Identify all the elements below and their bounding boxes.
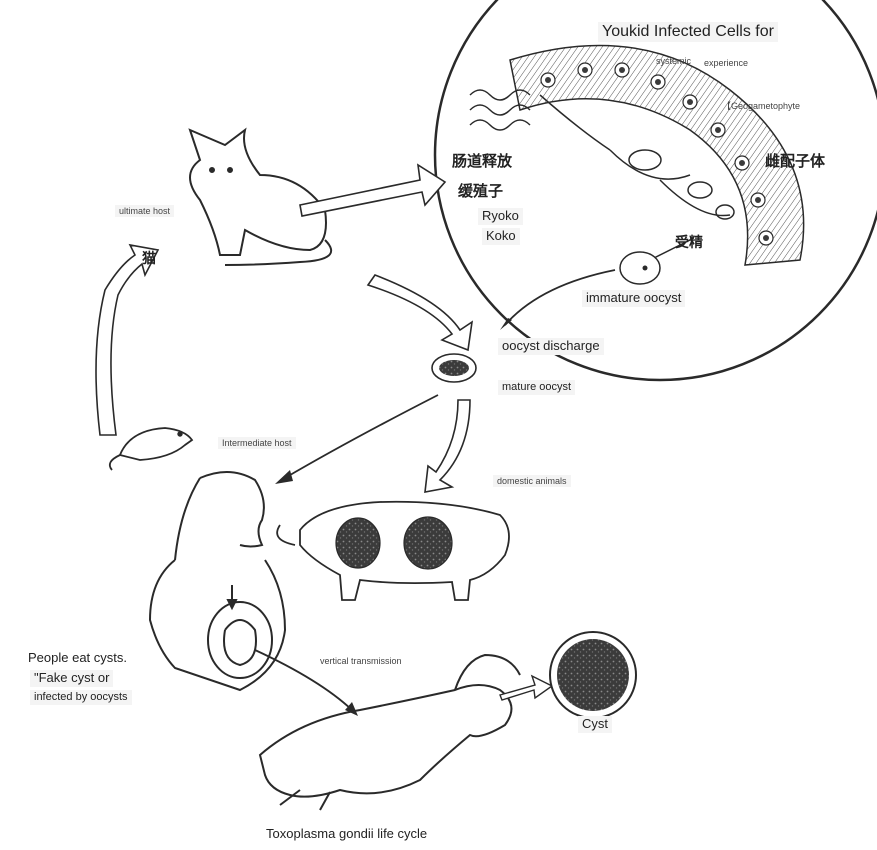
infant-figure — [260, 655, 520, 810]
diagram-caption: Toxoplasma gondii life cycle — [262, 826, 431, 843]
people-eat-cysts-line1: People eat cysts. — [24, 650, 131, 667]
cjk-fertilization-label: 受精 — [675, 232, 703, 252]
mature-oocyst-figure — [432, 354, 476, 382]
ultimate-host-label: ultimate host — [115, 205, 174, 217]
cyst-label: Cyst — [578, 716, 612, 733]
cjk-zoite-label: 缓殖子 — [458, 180, 503, 201]
koko-label: Koko — [482, 228, 520, 245]
intermediate-host-label: Intermediate host — [218, 437, 296, 449]
cjk-gametocyte-label: 雌配子体 — [765, 150, 825, 171]
ryoko-label: Ryoko — [478, 208, 523, 225]
arrow-cat-to-gut — [300, 165, 445, 216]
cjk-release-label: 肠道释放 — [452, 150, 512, 171]
cyst-figure — [550, 632, 636, 718]
people-eat-cysts-line2: "Fake cyst or — [30, 670, 113, 687]
pig-figure — [277, 502, 509, 600]
systemic-label: systemic — [652, 55, 695, 67]
pregnant-woman-figure — [150, 472, 285, 690]
arrow-to-animals — [425, 400, 470, 492]
oocyst-discharge-label: oocyst discharge — [498, 338, 604, 355]
people-eat-cysts-line3: infected by oocysts — [30, 690, 132, 705]
immature-oocyst-label: immature oocyst — [582, 290, 685, 307]
geogametophyte-label: 【Geogametophyte — [718, 100, 804, 112]
mature-oocyst-label: mature oocyst — [498, 380, 575, 395]
arrow-to-cat — [96, 245, 158, 435]
arrow-to-discharge — [368, 275, 472, 350]
mouse-figure — [110, 428, 192, 470]
domestic-animals-label: domestic animals — [493, 475, 571, 487]
inset-title: Youkid Infected Cells for — [598, 22, 778, 42]
cat-figure — [190, 130, 331, 265]
vertical-transmission-label: vertical transmission — [316, 655, 406, 667]
cat-cjk-label: 猫 — [142, 248, 156, 268]
experience-label: experience — [700, 57, 752, 69]
